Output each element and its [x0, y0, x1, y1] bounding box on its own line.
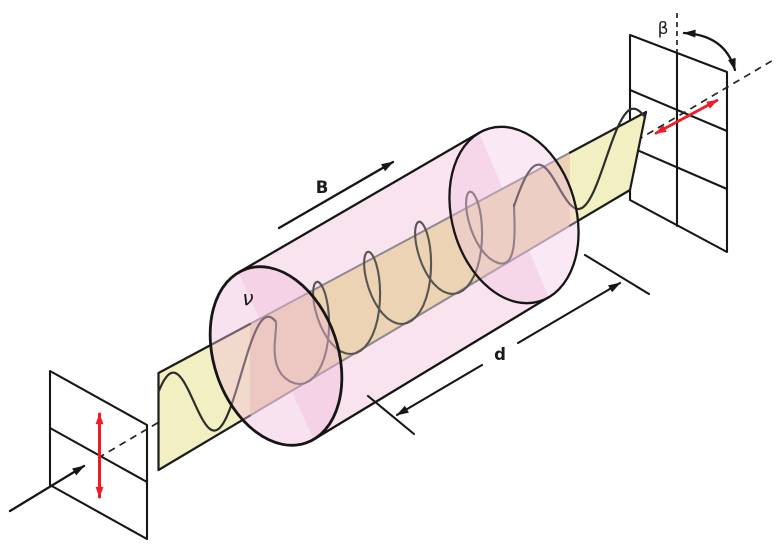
length-dimension-group: d	[366, 253, 651, 436]
ribbon-bottom-edge-right	[568, 188, 632, 227]
cylinder-top-silhouette-line	[237, 131, 481, 274]
incident-ray-arrow	[8, 464, 86, 513]
polarizer-outline	[48, 369, 149, 541]
wave-inside-medium-helix	[273, 190, 516, 386]
dimension-arrow-left-half	[395, 363, 484, 417]
light-wave	[157, 107, 647, 432]
length-label: d	[494, 345, 506, 364]
analyzer-panel	[628, 33, 729, 254]
ribbon-top-edge-left	[157, 322, 252, 375]
rotation-angle-arc-arrow	[682, 29, 737, 72]
ribbon-inside-medium-section	[250, 152, 570, 416]
ribbon-right-section	[570, 112, 646, 226]
ribbon-left-section	[158, 324, 250, 470]
medium-cylinder	[208, 125, 580, 447]
ribbon-top-edge-in-medium	[249, 151, 571, 325]
cylinder-bottom-silhouette-line	[312, 296, 550, 441]
ribbon-right-end-edge	[628, 110, 648, 192]
cylinder-right-end-face	[448, 125, 580, 305]
analyzer-outline	[628, 33, 729, 254]
magnetic-field-arrow	[277, 160, 395, 230]
wave-before-medium	[157, 315, 278, 432]
dimension-extension-tick-right	[583, 253, 651, 296]
magnetic-field-arrow-group: B	[277, 160, 395, 230]
output-polarization-arrow	[654, 99, 719, 135]
ribbon-bottom-edge-left	[157, 414, 252, 472]
frequency-label: ν	[242, 286, 253, 310]
rotation-angle-label: β	[658, 19, 669, 39]
analyzer-gridline-horizontal-2	[628, 145, 729, 191]
dimension-arrow-right-half	[516, 281, 622, 345]
wave-after-medium	[512, 107, 647, 211]
magnetic-field-label: B	[316, 178, 329, 197]
dimension-extension-tick-left	[366, 394, 416, 436]
rotation-angle-group: β	[658, 13, 737, 72]
ribbon-top-edge-right	[568, 110, 648, 154]
